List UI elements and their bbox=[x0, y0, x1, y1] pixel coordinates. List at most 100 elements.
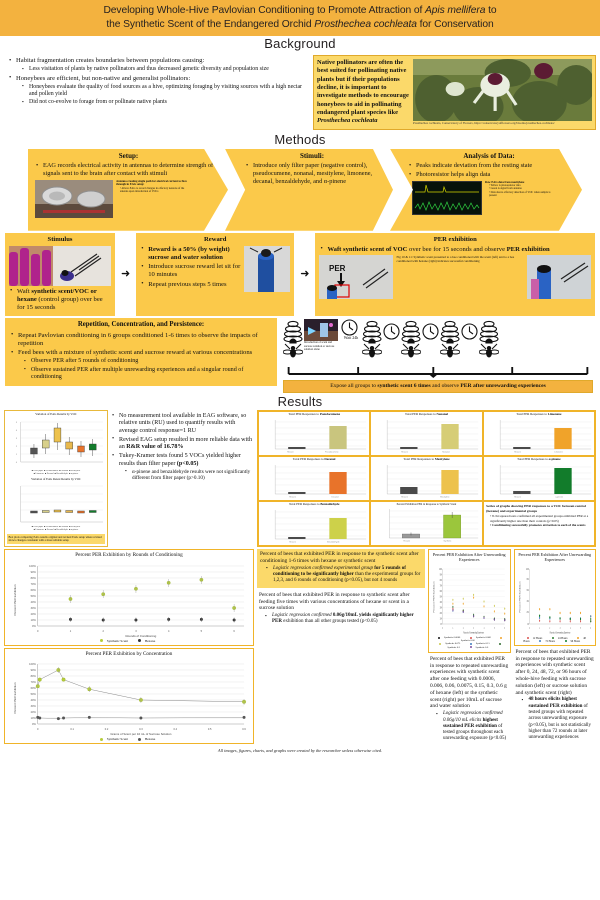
unrew1-lead: Percent of bees that exhibited PER in re… bbox=[430, 655, 509, 710]
unrew2-lead: Percent of bees that exhibited PER in re… bbox=[515, 648, 594, 696]
svg-text:90%: 90% bbox=[440, 574, 442, 577]
svg-text:60%: 60% bbox=[31, 686, 37, 690]
svg-text:0.4: 0.4 bbox=[174, 727, 178, 731]
expose-all-groups-banner: Expose all groups to synthetic scent 6 t… bbox=[283, 380, 593, 394]
hive-bee-group-3 bbox=[401, 319, 421, 363]
svg-text:100%: 100% bbox=[29, 564, 36, 568]
setup-bullet: EAG records electrical activity in anten… bbox=[35, 162, 222, 177]
experiment-timeline: Introduction of scent and sucrose soluti… bbox=[281, 318, 595, 394]
title-species-1: Apis mellifera bbox=[424, 5, 486, 16]
svg-text:3: 3 bbox=[135, 629, 137, 633]
svg-text:100%: 100% bbox=[439, 568, 442, 571]
background-callout-text: Native pollinators are often the best su… bbox=[317, 59, 409, 125]
eag-setup-photo bbox=[35, 179, 113, 218]
repetition-bullet: Feed bees with a mixture of synthetic sc… bbox=[10, 349, 272, 381]
background-subbullet: Did not co-evolve to forage from or poll… bbox=[22, 99, 309, 106]
rounds-chart-panel: Percent PER Exhibition by Rounds of Cond… bbox=[4, 549, 254, 646]
hive-bee-group-5 bbox=[479, 319, 499, 363]
raw-eag-trace-image bbox=[412, 180, 482, 215]
svg-text:30%: 30% bbox=[440, 607, 442, 610]
section-heading-background: Background bbox=[264, 36, 336, 52]
svg-text:3: 3 bbox=[16, 438, 18, 440]
section-heading-methods: Methods bbox=[274, 131, 326, 147]
rounds-explanation-text: Percent of bees that exhibited PER in re… bbox=[257, 549, 425, 588]
hive-bee-group-1 bbox=[283, 319, 303, 363]
conc-explanation-lead: Percent of bees that exhibited PER in re… bbox=[259, 591, 410, 612]
stimuli-bullet: Introduce only filter paper (negative co… bbox=[245, 162, 387, 185]
unrew1-title: Percent PER Exhibition After Unrewarding… bbox=[432, 552, 506, 563]
svg-text:Rounds of Unrewarding Experien: Rounds of Unrewarding Experience bbox=[549, 630, 570, 634]
per-bar-chart: Hexane Mesitylene bbox=[372, 463, 480, 499]
setup-title: Setup: bbox=[118, 151, 139, 160]
per-chart-cell: Total PER Responses to Pseudocumene Hexa… bbox=[258, 411, 371, 457]
svg-text:0: 0 bbox=[37, 629, 39, 633]
svg-text:0: 0 bbox=[442, 627, 443, 630]
svg-text:5: 5 bbox=[16, 422, 18, 424]
timeline-intro-caption: Introduction of scent and sucrose soluti… bbox=[304, 341, 335, 352]
svg-text:80%: 80% bbox=[440, 579, 442, 582]
svg-text:Percent PER Exhibition: Percent PER Exhibition bbox=[433, 580, 435, 612]
reward-card: Reward Reward is a 50% (by weight) sucro… bbox=[136, 232, 295, 317]
rounds-explanation-lead: Percent of bees that exhibited PER in re… bbox=[260, 551, 419, 565]
svg-text:60%: 60% bbox=[31, 588, 37, 592]
background-subbullet: Less visitation of plants by native poll… bbox=[22, 66, 309, 73]
background-bullets: Habitat fragmentation creates boundaries… bbox=[4, 55, 309, 130]
svg-text:20%: 20% bbox=[526, 611, 528, 614]
arrow-right-icon-2: ➜ bbox=[300, 268, 310, 281]
synth-chart-title: Percent Exhibition PER in Response to Sy… bbox=[396, 503, 457, 507]
svg-text:2: 2 bbox=[102, 629, 104, 633]
repetition-row: Repetition, Concentration, and Persisten… bbox=[0, 316, 600, 394]
svg-text:1: 1 bbox=[70, 629, 72, 633]
svg-text:Hexane: Hexane bbox=[404, 541, 411, 543]
svg-text:4: 4 bbox=[16, 430, 18, 432]
svg-text:Benzaldehyde: Benzaldehyde bbox=[327, 542, 339, 544]
svg-text:PER: PER bbox=[329, 264, 346, 273]
eag-result-bullet: No measurement tool available in EAG sof… bbox=[111, 413, 254, 435]
eag-chart1-title: Variation of EAG Results by VOC bbox=[35, 412, 77, 417]
rounds-explanation-sub: Logistic regression confirmed experiment… bbox=[266, 565, 422, 585]
svg-text:6: 6 bbox=[504, 627, 505, 630]
concentration-chart-panel: Percent PER Exhibition by Concentration bbox=[4, 647, 254, 745]
svg-text:Hexane: Hexane bbox=[514, 451, 521, 453]
clock-icon bbox=[383, 323, 400, 340]
svg-text:100%: 100% bbox=[29, 662, 36, 666]
svg-text:40%: 40% bbox=[440, 601, 442, 604]
reward-bullet: Introduce sucrose reward let sit for 10 … bbox=[140, 263, 241, 279]
svg-text:4: 4 bbox=[569, 627, 570, 630]
svg-text:0: 0 bbox=[529, 627, 530, 630]
svg-text:Mesitylene: Mesitylene bbox=[441, 496, 450, 499]
svg-text:80%: 80% bbox=[31, 674, 37, 678]
svg-text:Hexane: Hexane bbox=[402, 451, 409, 453]
unrew1-sub: Logistic regression confirmed 0.06g/10 m… bbox=[436, 711, 509, 742]
svg-text:3: 3 bbox=[559, 627, 560, 630]
unrewarding-chart-2-panel: Percent PER Exhibition After Unrewarding… bbox=[513, 549, 596, 646]
orchid-photo-caption: Prosthechea cochleata, Conservatory of F… bbox=[413, 121, 555, 126]
svg-text:Synthetic: Synthetic bbox=[444, 540, 452, 543]
svg-text:0%: 0% bbox=[440, 623, 442, 626]
svg-text:0%: 0% bbox=[32, 624, 36, 628]
per-summary-bullet: Conditioning successfully promotes attra… bbox=[492, 522, 586, 527]
conc-chart-title: Percent PER Exhibition by Concentration bbox=[85, 650, 173, 657]
stimuli-title: Stimuli: bbox=[299, 151, 325, 160]
stimulus-title: Stimulus bbox=[47, 235, 73, 243]
svg-text:2: 2 bbox=[549, 627, 550, 630]
svg-text:5: 5 bbox=[201, 629, 203, 633]
svg-text:0.2: 0.2 bbox=[105, 727, 109, 731]
svg-text:80%: 80% bbox=[526, 578, 528, 581]
svg-text:60%: 60% bbox=[526, 589, 528, 592]
svg-text:Hexane: Hexane bbox=[402, 497, 409, 499]
methods-step-stimuli: Stimuli: Introduce only filter paper (ne… bbox=[225, 148, 393, 231]
svg-text:10%: 10% bbox=[31, 618, 37, 622]
per-summary-head: Series of graphs showing PER responses t… bbox=[486, 504, 586, 513]
